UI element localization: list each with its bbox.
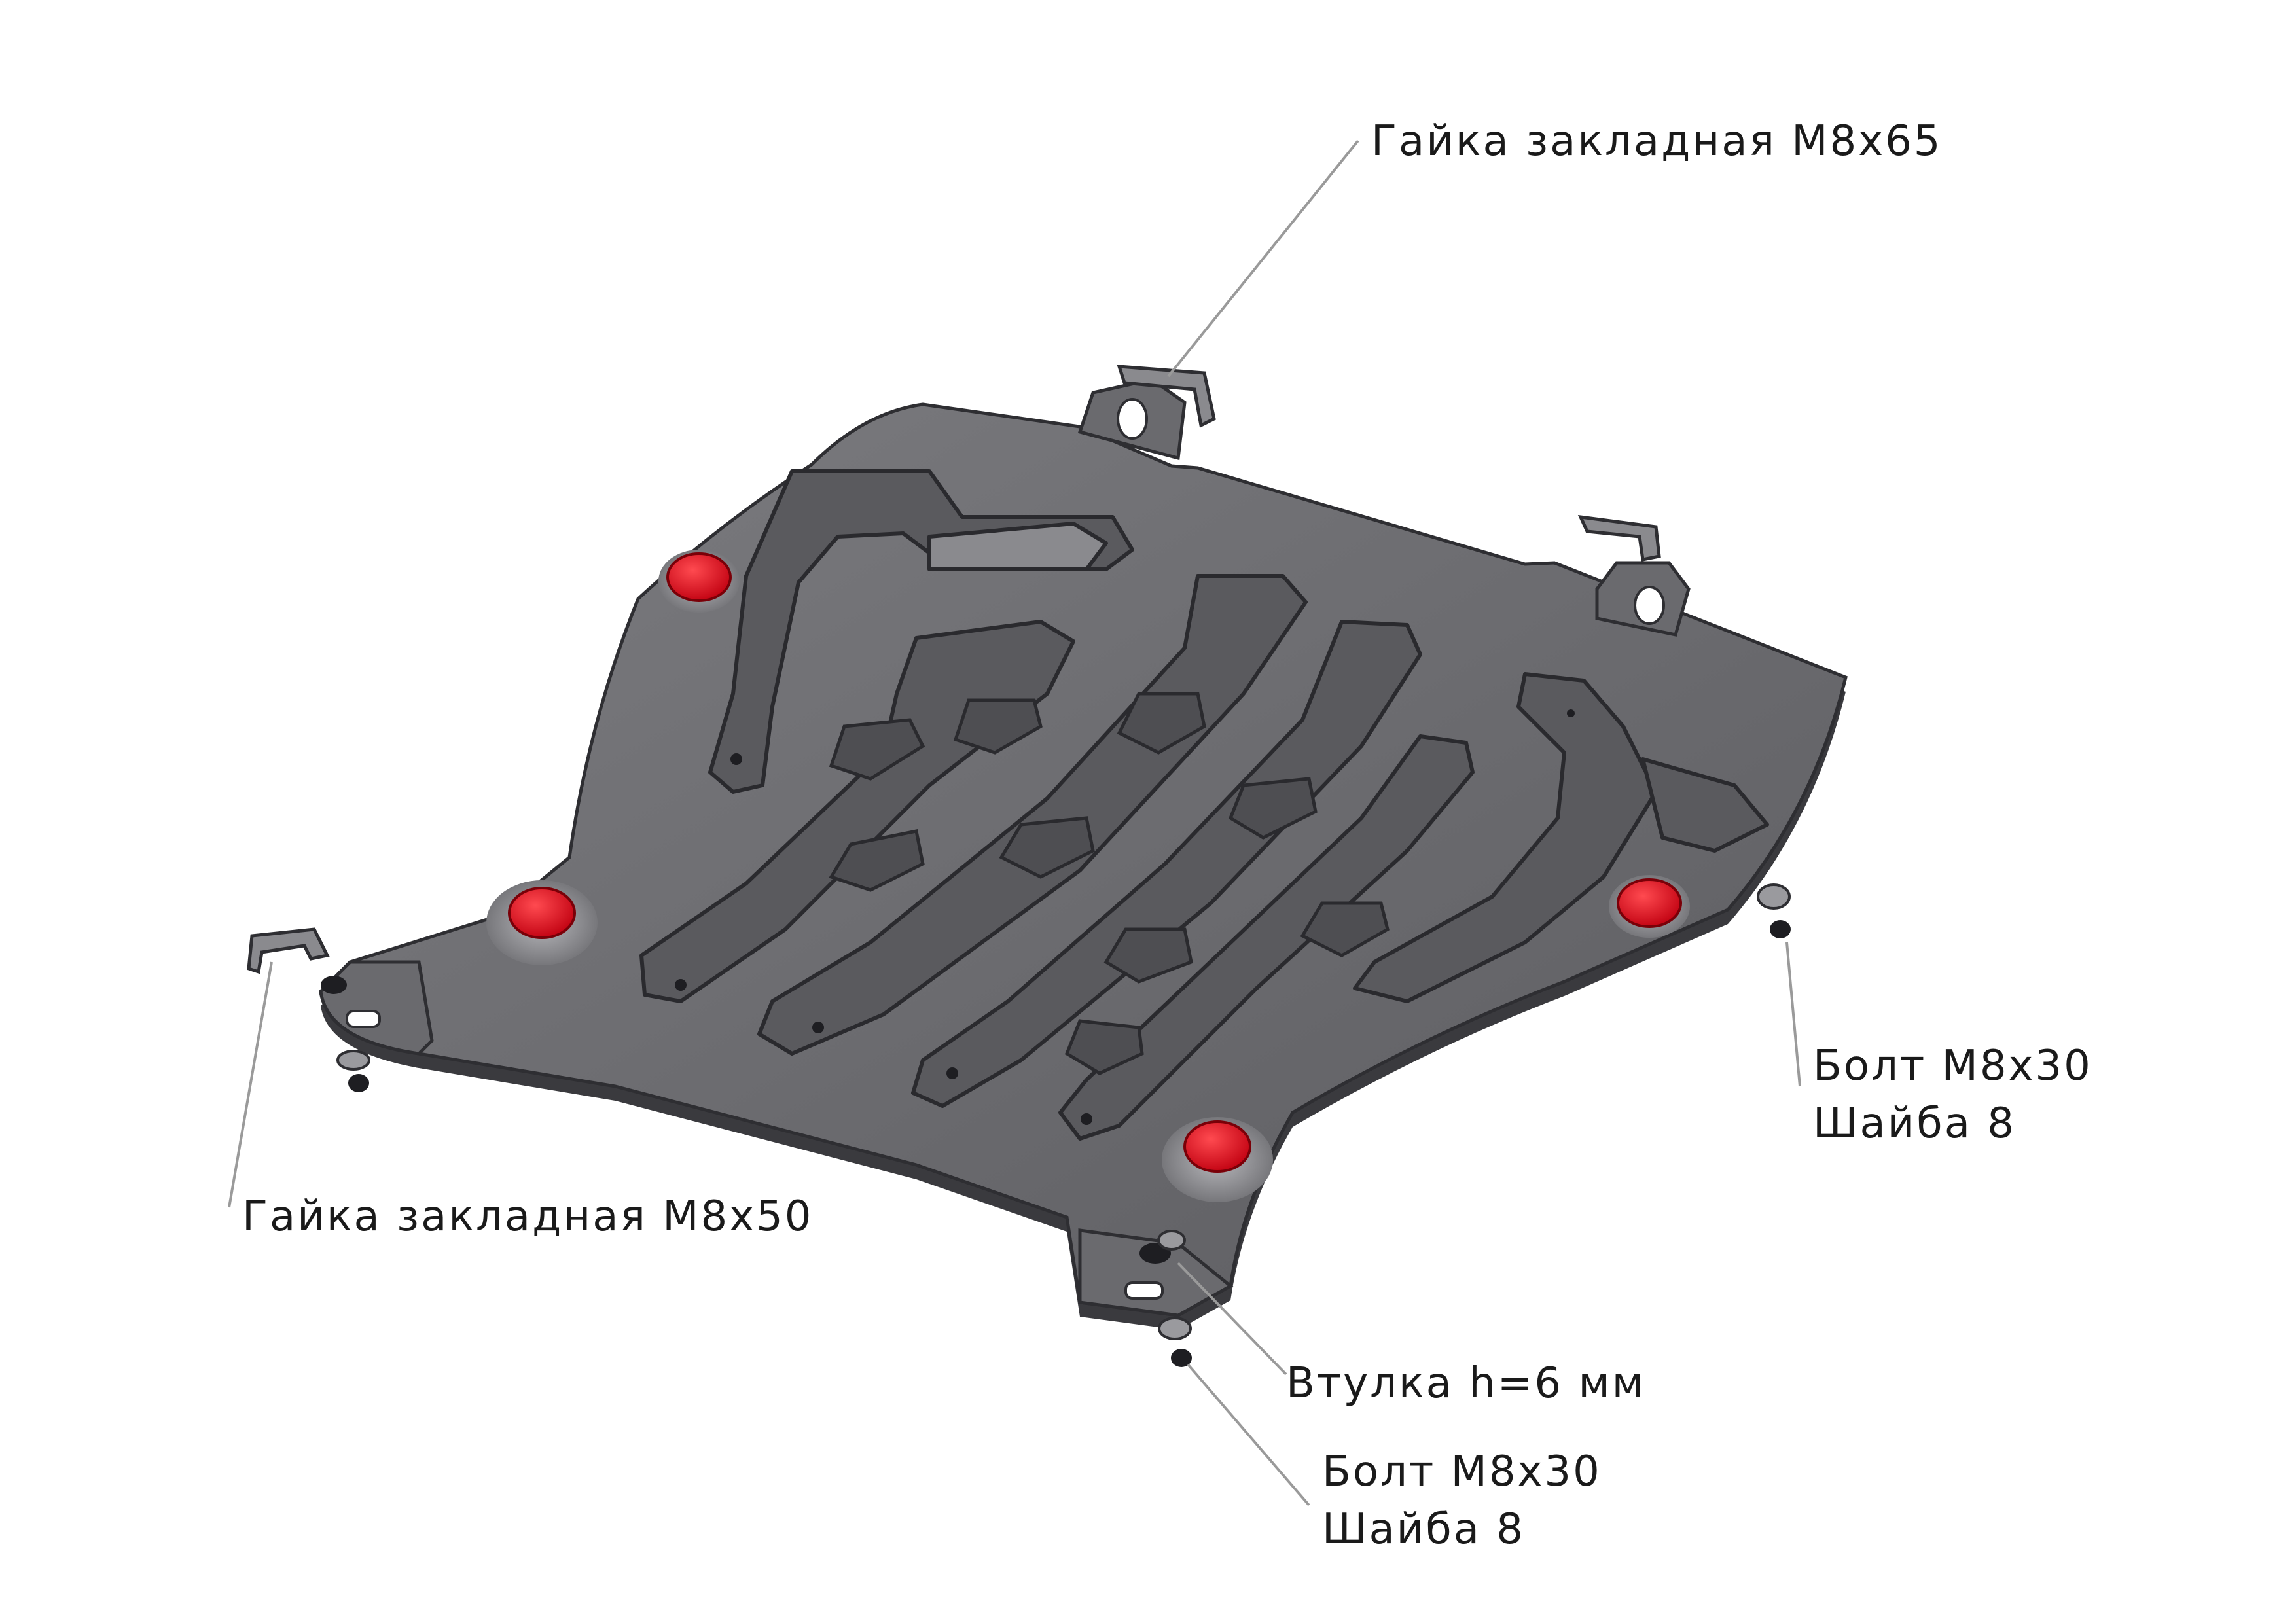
left-mount-tab xyxy=(319,960,434,1056)
leader-left-nut xyxy=(228,961,273,1208)
label-line-2: Шайба 8 xyxy=(1322,1505,1525,1554)
label-bottom-bolt-washer: Болт М8х30 Шайба 8 xyxy=(1322,1443,1602,1558)
leader-right-bolt xyxy=(1785,942,1801,1087)
left-embedded-nut xyxy=(247,927,330,974)
label-line-1: Болт М8х30 xyxy=(1813,1042,2092,1090)
label-bushing: Втулка h=6 мм xyxy=(1286,1355,1645,1412)
leader-bottom-bolt xyxy=(1187,1363,1310,1507)
rib-holes xyxy=(675,709,1575,1125)
label-line-1: Болт М8х30 xyxy=(1322,1448,1602,1496)
vent-pockets xyxy=(829,692,1390,1075)
hole-plug-left xyxy=(486,880,598,965)
label-line-2: Шайба 8 xyxy=(1813,1099,2016,1148)
top-mount-bracket-left xyxy=(1077,365,1216,461)
label-text: Гайка закладная М8х50 xyxy=(242,1192,814,1241)
leader-top-nut xyxy=(1167,139,1359,378)
leader-bushing xyxy=(1177,1262,1287,1376)
top-mount-bracket-right xyxy=(1577,514,1691,637)
leader-lines xyxy=(228,139,1801,1507)
hole-plug-upper-left xyxy=(658,550,740,613)
right-bolt-washer xyxy=(1757,883,1791,938)
label-text: Втулка h=6 мм xyxy=(1286,1359,1645,1408)
left-bolt-top xyxy=(321,976,347,994)
label-right-bolt-washer: Болт М8х30 Шайба 8 xyxy=(1813,1037,2092,1152)
hole-plug-right xyxy=(1609,875,1690,938)
hole-plug-bottom xyxy=(1162,1117,1273,1202)
label-top-embedded-nut: Гайка закладная М8х65 xyxy=(1371,113,1943,170)
label-text: Гайка закладная М8х65 xyxy=(1371,117,1943,166)
left-bolt-bottom xyxy=(336,1050,370,1092)
label-left-embedded-nut: Гайка закладная М8х50 xyxy=(242,1188,814,1245)
bushing-part xyxy=(1139,1230,1186,1264)
bottom-bolt-washer xyxy=(1158,1317,1192,1367)
